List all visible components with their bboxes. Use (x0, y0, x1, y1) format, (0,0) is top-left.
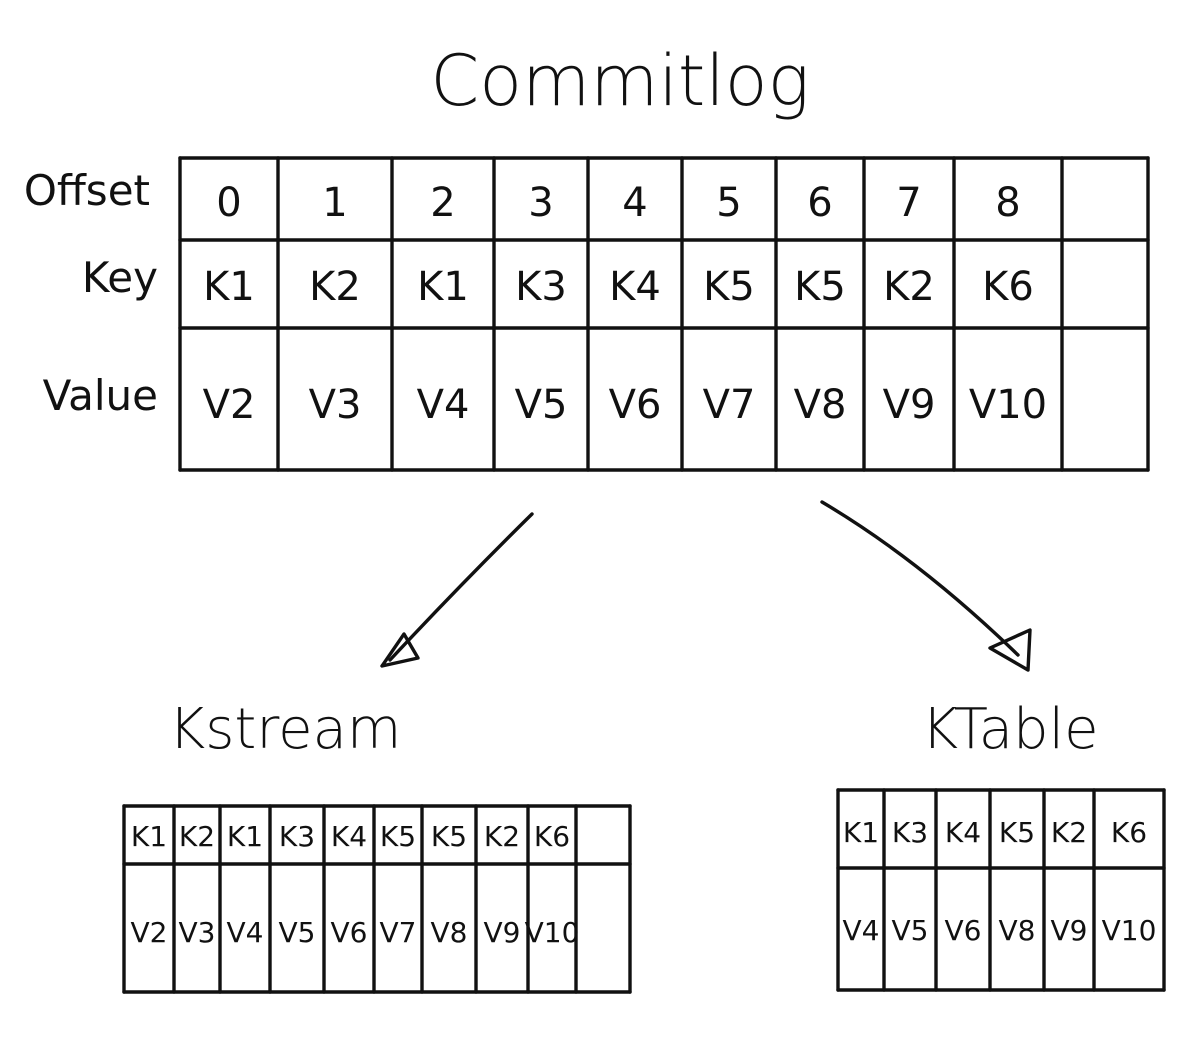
offset-cell: 2 (430, 180, 455, 226)
value-cell: V9 (883, 382, 936, 428)
ktable-value-cell: V6 (945, 914, 982, 947)
kstream-key-cell: K2 (179, 820, 215, 853)
kstream-title: Kstream (169, 697, 402, 762)
offset-cell: 4 (622, 180, 647, 226)
key-cell: K6 (982, 264, 1034, 310)
commitlog-section: Commitlog Offset Key Value 0 1 2 3 4 5 6 7 8K1 K2… (24, 40, 1150, 472)
value-cell: V6 (609, 382, 662, 428)
arrow-to-ktable-head (988, 628, 1032, 672)
offset-cell: 7 (896, 180, 921, 226)
offset-cell: 5 (716, 180, 741, 226)
key-row-label: Key (82, 253, 158, 302)
value-cell: V4 (417, 382, 470, 428)
key-cell: K4 (609, 264, 661, 310)
ktable-value-cell: V8 (999, 914, 1036, 947)
key-cell: K3 (515, 264, 567, 310)
kstream-key-cell: K5 (431, 820, 467, 853)
value-cell: V8 (794, 382, 847, 428)
offset-row-label: Offset (24, 166, 150, 215)
key-cell: K1 (417, 264, 469, 310)
kstream-value-cell: V5 (279, 916, 316, 949)
ktable-key-cell: K6 (1111, 816, 1147, 849)
kstream-key-cell: K3 (279, 820, 315, 853)
kstream-value-cell: V7 (380, 916, 417, 949)
kstream-key-cell: K4 (331, 820, 367, 853)
ktable-key-cell: K2 (1051, 816, 1087, 849)
kstream-value-cell: V6 (331, 916, 368, 949)
arrow-to-kstream-shaft (388, 512, 534, 662)
arrow-to-kstream (380, 512, 534, 668)
kstream-value-cell: V3 (179, 916, 216, 949)
value-row-label: Value (43, 371, 158, 420)
key-cell: K2 (883, 264, 935, 310)
ktable-value-cell: V9 (1051, 914, 1088, 947)
ktable-title: KTable (921, 697, 1098, 762)
ktable-key-cell: K5 (999, 816, 1035, 849)
arrow-to-kstream-head (380, 632, 420, 668)
key-cell: K2 (309, 264, 361, 310)
offset-cell: 3 (528, 180, 553, 226)
commitlog-grid (178, 156, 1150, 472)
kstream-value-cell: V2 (131, 916, 168, 949)
key-cell: K1 (203, 264, 255, 310)
kstream-key-cell: K5 (380, 820, 416, 853)
arrow-to-ktable-shaft (820, 500, 1020, 657)
kstream-key-cell: K1 (131, 820, 167, 853)
kstream-value-cell: V9 (484, 916, 521, 949)
commitlog-title: Commitlog (430, 40, 809, 122)
value-cell: V3 (309, 382, 362, 428)
offset-cell: 1 (322, 180, 347, 226)
key-cell: K5 (794, 264, 846, 310)
arrow-to-ktable (820, 500, 1032, 672)
kstream-value-cell: V10 (525, 916, 580, 949)
key-cell: K5 (703, 264, 755, 310)
ktable-value-cell: V4 (843, 914, 880, 947)
ktable-value-cell: V5 (892, 914, 929, 947)
kstream-key-cell: K1 (227, 820, 263, 853)
value-cell: V7 (703, 382, 756, 428)
ktable-grid (836, 788, 1166, 992)
kstream-grid (122, 804, 632, 994)
ktable-key-cell: K4 (945, 816, 981, 849)
offset-cell: 0 (216, 180, 241, 226)
kstream-value-cell: V4 (227, 916, 264, 949)
offset-cell: 8 (995, 180, 1020, 226)
offset-cell: 6 (807, 180, 832, 226)
value-cell: V5 (515, 382, 568, 428)
kstream-value-cell: V8 (431, 916, 468, 949)
kstream-key-cell: K2 (484, 820, 520, 853)
ktable-key-cell: K1 (843, 816, 879, 849)
value-cell: V10 (969, 382, 1047, 428)
value-cell: V2 (203, 382, 256, 428)
ktable-key-cell: K3 (892, 816, 928, 849)
kstream-key-cell: K6 (534, 820, 570, 853)
ktable-value-cell: V10 (1102, 914, 1157, 947)
